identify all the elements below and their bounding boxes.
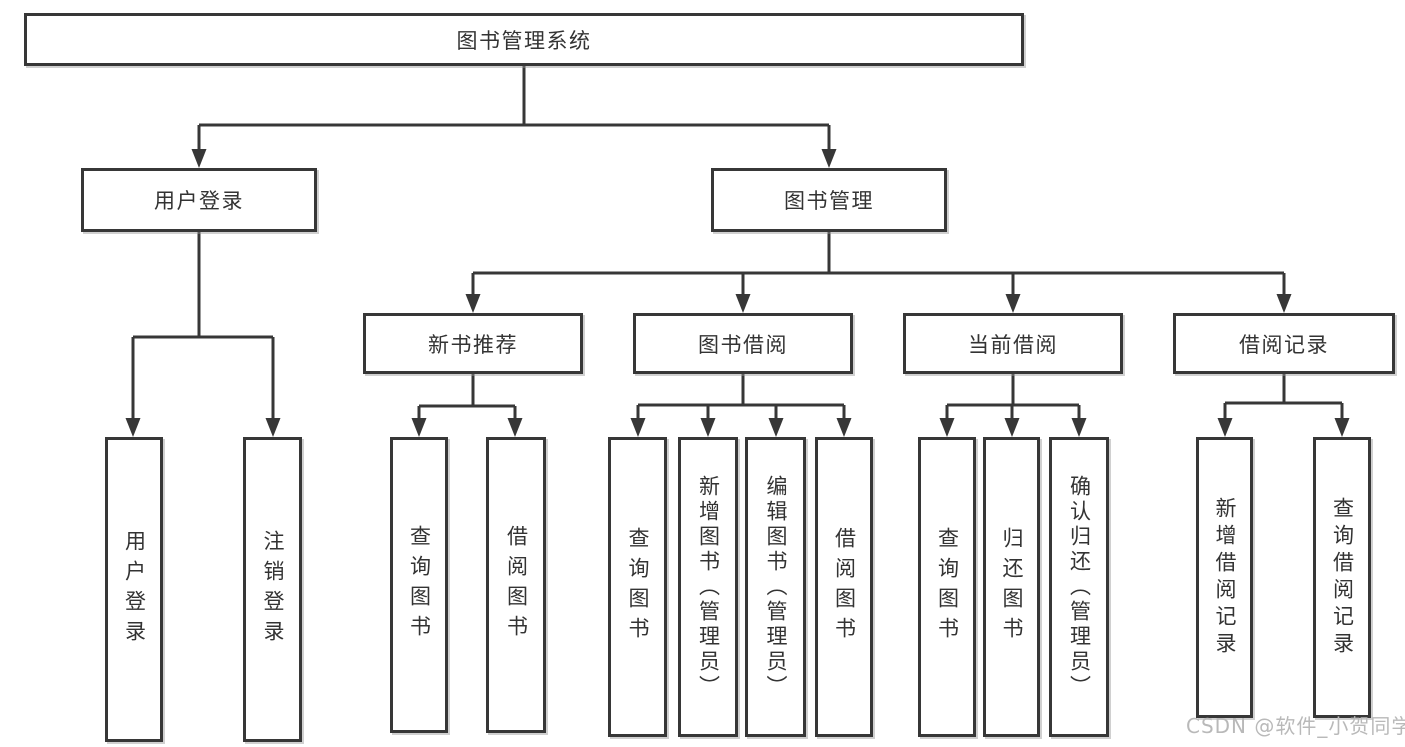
- leaf-current-query-book: 查询图书: [918, 437, 976, 737]
- leaf-add-book-admin: 新增图书（管理员）: [678, 437, 738, 737]
- arrowhead: [265, 418, 281, 437]
- node-book-borrow: 图书借阅: [633, 313, 853, 374]
- leaf-recommend-query-book: 查询图书: [390, 437, 448, 733]
- leaf-return-book: 归还图书: [983, 437, 1040, 737]
- leaf-query-borrow-record: 查询借阅记录: [1313, 437, 1371, 718]
- arrowhead: [630, 418, 646, 437]
- leaf-edit-book-admin-label: 编辑图书（管理员）: [764, 474, 789, 700]
- arrowhead: [1217, 418, 1233, 437]
- node-current-borrow: 当前借阅: [903, 313, 1123, 374]
- arrowheads-current-borrow: [939, 418, 1087, 437]
- arrowhead: [191, 149, 207, 168]
- leaf-logout: 注销登录: [243, 437, 302, 742]
- arrowheads-borrow-records: [1217, 418, 1350, 437]
- node-book-management-label: 图书管理: [784, 189, 874, 213]
- arrowheads-level2: [191, 149, 837, 168]
- node-user-login: 用户登录: [81, 168, 317, 232]
- connector-new-book-recommend: [417, 374, 517, 420]
- watermark-text: CSDN @软件_小贺同学: [1186, 714, 1405, 738]
- leaf-query-borrow-record-label: 查询借阅记录: [1330, 496, 1355, 659]
- arrowhead: [768, 418, 784, 437]
- connector-book-borrow: [636, 374, 846, 420]
- arrowhead: [507, 418, 523, 437]
- leaf-recommend-query-book-label: 查询图书: [407, 525, 432, 645]
- arrowhead: [1004, 418, 1020, 437]
- leaf-logout-label: 注销登录: [261, 529, 286, 650]
- arrowhead: [735, 294, 751, 313]
- leaf-current-query-book-label: 查询图书: [935, 527, 960, 647]
- leaf-borrow-query-book-label: 查询图书: [626, 527, 651, 647]
- leaf-borrow-book: 借阅图书: [815, 437, 873, 737]
- connector-user-login-to-leaves: [131, 232, 275, 420]
- leaf-edit-book-admin: 编辑图书（管理员）: [745, 437, 806, 737]
- leaf-add-borrow-record-label: 新增借阅记录: [1213, 496, 1238, 659]
- arrowheads-level3: [465, 294, 1292, 313]
- leaf-add-book-admin-label: 新增图书（管理员）: [696, 474, 721, 700]
- leaf-confirm-return-admin: 确认归还（管理员）: [1049, 437, 1109, 737]
- leaf-add-borrow-record: 新增借阅记录: [1196, 437, 1253, 718]
- connector-borrow-records: [1223, 374, 1344, 420]
- node-borrow-records: 借阅记录: [1173, 313, 1395, 374]
- leaf-user-login: 用户登录: [105, 437, 163, 742]
- arrowheads-user-login-leaves: [125, 418, 281, 437]
- arrowheads-new-book-recommend: [411, 418, 523, 437]
- leaf-return-book-label: 归还图书: [1000, 527, 1025, 647]
- leaf-user-login-label: 用户登录: [122, 529, 147, 650]
- arrowhead: [125, 418, 141, 437]
- node-new-book-recommend: 新书推荐: [363, 313, 583, 374]
- connector-current-borrow: [945, 374, 1081, 420]
- leaf-borrow-book-label: 借阅图书: [832, 527, 857, 647]
- node-root: 图书管理系统: [24, 13, 1024, 66]
- node-borrow-records-label: 借阅记录: [1239, 332, 1329, 357]
- arrowhead: [700, 418, 716, 437]
- arrowhead: [1071, 418, 1087, 437]
- node-root-label: 图书管理系统: [456, 28, 592, 53]
- node-book-management: 图书管理: [711, 168, 947, 232]
- arrowhead: [1334, 418, 1350, 437]
- arrowhead: [821, 149, 837, 168]
- arrowhead: [836, 418, 852, 437]
- arrowhead: [465, 294, 481, 313]
- node-current-borrow-label: 当前借阅: [968, 332, 1058, 357]
- node-book-borrow-label: 图书借阅: [698, 332, 788, 357]
- arrowhead: [411, 418, 427, 437]
- arrowhead: [1005, 294, 1021, 313]
- connector-root-to-level2: [197, 66, 831, 151]
- leaf-confirm-return-admin-label: 确认归还（管理员）: [1067, 474, 1092, 700]
- connector-book-management-to-level3: [471, 232, 1286, 296]
- node-user-login-label: 用户登录: [154, 189, 244, 213]
- arrowhead: [939, 418, 955, 437]
- arrowheads-book-borrow: [630, 418, 852, 437]
- leaf-borrow-query-book: 查询图书: [608, 437, 667, 737]
- node-new-book-recommend-label: 新书推荐: [428, 332, 518, 357]
- leaf-recommend-borrow-book: 借阅图书: [486, 437, 546, 733]
- leaf-recommend-borrow-book-label: 借阅图书: [504, 525, 529, 645]
- arrowhead: [1276, 294, 1292, 313]
